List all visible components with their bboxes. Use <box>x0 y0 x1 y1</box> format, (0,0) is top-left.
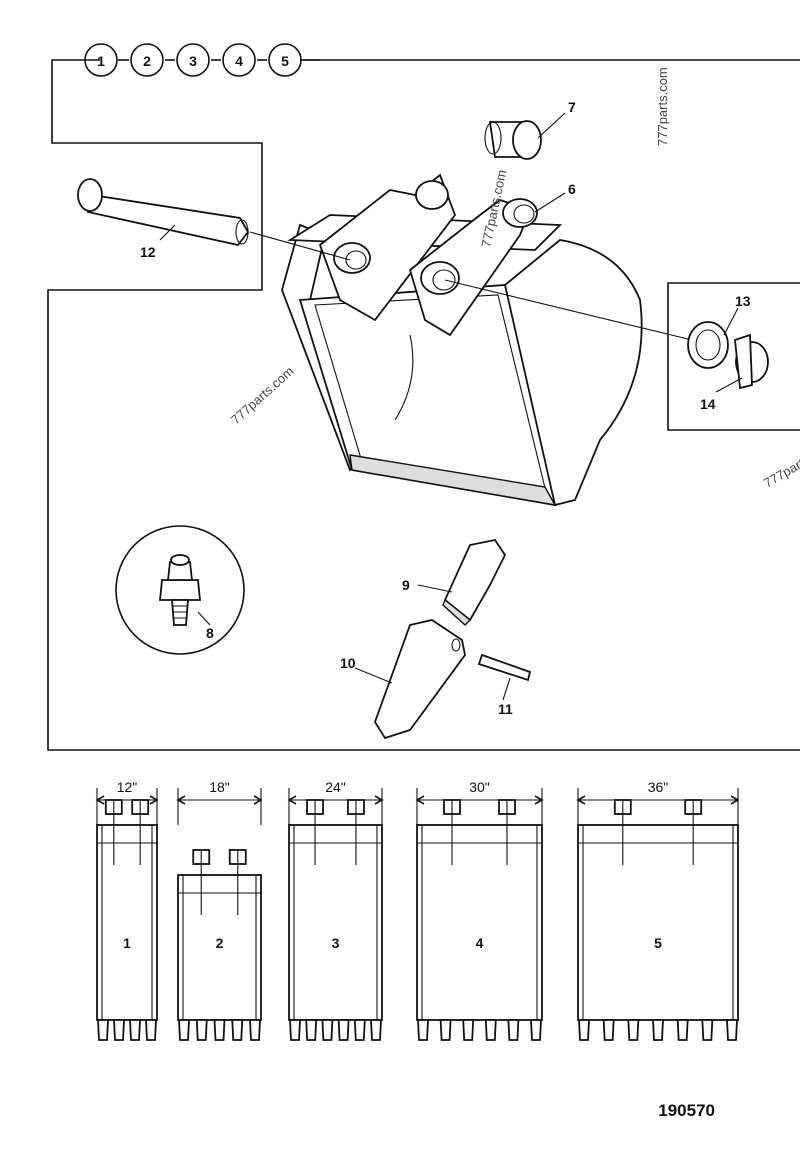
bucket-number: 3 <box>332 935 340 951</box>
callout-7: 7 <box>568 99 576 115</box>
variant-label-3: 3 <box>189 53 197 69</box>
bucket-variant-2: 18" 2 <box>176 779 263 1041</box>
callout-10: 10 <box>340 655 356 671</box>
width-label: 18" <box>209 779 230 795</box>
variant-chain: 1 2 3 4 5 <box>84 43 320 77</box>
leader-lines <box>159 112 743 701</box>
pin-part-12 <box>77 178 250 247</box>
pin-axis-line <box>249 231 351 261</box>
callout-6: 6 <box>568 181 576 197</box>
bush-part-7 <box>484 120 542 160</box>
callout-13: 13 <box>735 293 751 309</box>
bucket-variant-1: 12" 1 <box>95 779 159 1041</box>
washer-part-13 <box>687 321 729 369</box>
clip-part-14 <box>734 333 769 390</box>
bucket-variant-3: 24" 3 <box>287 779 384 1041</box>
callout-12: 12 <box>140 244 156 260</box>
width-label: 36" <box>648 779 669 795</box>
tooth-pin-part-11 <box>477 653 532 682</box>
width-label: 24" <box>325 779 346 795</box>
variant-label-5: 5 <box>281 53 289 69</box>
bucket-number: 4 <box>476 935 484 951</box>
watermark: 777parts.com <box>761 438 800 490</box>
adaptor-part-9 <box>442 538 507 626</box>
variant-label-2: 2 <box>143 53 151 69</box>
tooth-part-10 <box>374 619 466 740</box>
callout-11: 11 <box>498 701 513 717</box>
callout-8: 8 <box>206 625 214 641</box>
bucket-variant-4: 30" 4 <box>415 779 544 1041</box>
pin-axis-line <box>444 279 693 341</box>
watermark: 777parts.com <box>655 67 670 146</box>
callout-9: 9 <box>402 577 410 593</box>
variant-label-4: 4 <box>235 53 243 69</box>
figure-number: 190570 <box>658 1101 715 1120</box>
watermark: 777parts.com <box>228 363 297 427</box>
diagram-boundary <box>47 59 800 751</box>
callout-14: 14 <box>700 396 716 412</box>
grease-nipple-inset <box>115 525 245 655</box>
bucket-number: 5 <box>654 935 662 951</box>
width-label: 30" <box>469 779 490 795</box>
bucket-variant-5: 36" 5 <box>576 779 740 1041</box>
bucket-size-variants: 12" 1 18" 2 24" 3 30" 4 36" 5 <box>95 779 740 1041</box>
variant-label-1: 1 <box>97 53 105 69</box>
width-label: 12" <box>117 779 138 795</box>
bucket-body <box>281 173 643 507</box>
bucket-number: 1 <box>123 935 131 951</box>
bucket-number: 2 <box>216 935 224 951</box>
